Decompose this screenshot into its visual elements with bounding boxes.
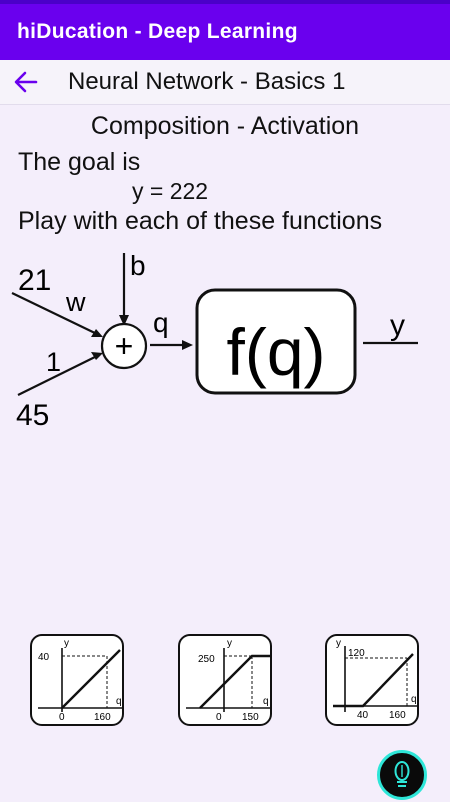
weight-label: w [65, 287, 86, 317]
svg-text:40: 40 [38, 652, 50, 663]
input-x-label: 21 [18, 264, 51, 297]
svg-text:0: 0 [59, 712, 65, 723]
q-label: q [153, 307, 169, 338]
svg-text:y: y [336, 638, 341, 649]
bias-value-label: 45 [16, 399, 49, 432]
svg-text:160: 160 [94, 712, 111, 723]
clipped-graph-icon: y 250 q 0 150 [186, 638, 270, 723]
hint-button[interactable] [377, 750, 427, 800]
goal-value: y = 222 [132, 178, 209, 204]
instruction-text: Play with each of these functions [18, 207, 383, 235]
lesson-title: Neural Network - Basics 1 [68, 68, 346, 95]
function-option-relu[interactable]: y 120 q 40 160 [325, 634, 419, 726]
lesson-header: Neural Network - Basics 1 [0, 60, 450, 105]
function-option-linear[interactable]: y 40 q 0 160 [30, 634, 124, 726]
bias-label: b [130, 250, 146, 281]
app-bar: hiDucation - Deep Learning [0, 4, 450, 60]
one-label: 1 [46, 347, 61, 377]
svg-text:160: 160 [389, 710, 406, 721]
section-heading: Composition - Activation [90, 112, 360, 140]
svg-text:q: q [263, 696, 269, 707]
back-button[interactable] [10, 66, 42, 98]
svg-text:250: 250 [198, 654, 215, 665]
function-option-clipped[interactable]: y 250 q 0 150 [178, 634, 272, 726]
svg-text:q: q [116, 696, 122, 707]
goal-label: The goal is [18, 148, 141, 176]
arrow-left-icon [14, 71, 38, 93]
arrow-heads [91, 315, 193, 360]
function-box [195, 288, 357, 395]
linear-graph-icon: y 40 q 0 160 [38, 638, 122, 723]
neuron-diagram: 21 w 1 45 b q y + f(q) [11, 250, 418, 432]
svg-text:120: 120 [348, 648, 365, 659]
svg-text:150: 150 [242, 712, 259, 723]
function-label: f(q) [227, 315, 326, 389]
sum-node [100, 322, 148, 370]
relu-graph-icon: y 120 q 40 160 [333, 638, 417, 721]
svg-text:y: y [227, 638, 232, 649]
svg-text:q: q [411, 694, 417, 705]
app-title: hiDucation - Deep Learning [17, 20, 298, 43]
status-bar [0, 0, 450, 4]
sum-symbol: + [115, 328, 134, 364]
svg-text:y: y [64, 638, 69, 649]
svg-text:40: 40 [357, 710, 369, 721]
bulb-icon [394, 761, 410, 787]
connection-arrows [11, 253, 418, 396]
svg-text:0: 0 [216, 712, 222, 723]
output-label: y [390, 309, 405, 342]
